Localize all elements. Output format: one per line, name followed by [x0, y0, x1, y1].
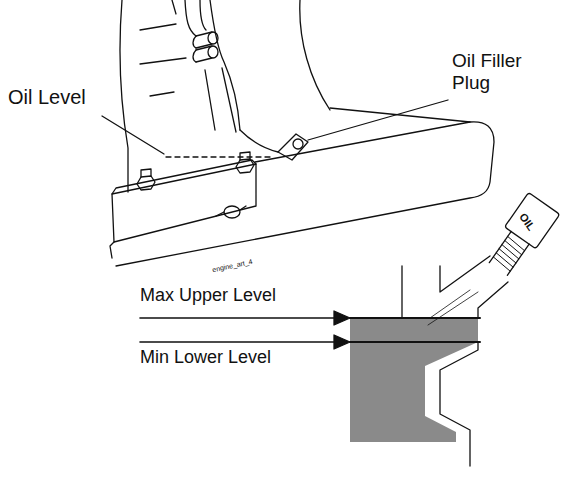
- max-level-line: [350, 317, 480, 319]
- drain-plug: [216, 206, 246, 218]
- engine-detail: [205, 68, 236, 132]
- level-label: Max Upper Level: [140, 285, 276, 306]
- filler-plug: [240, 130, 308, 160]
- oil-plug: [483, 193, 560, 280]
- thread-bore: [420, 290, 478, 325]
- oil-level-line: [166, 156, 270, 157]
- sump-wall: [478, 282, 508, 318]
- pipe-end: [208, 46, 218, 58]
- pipe: [185, 0, 206, 36]
- leader-line: [102, 116, 164, 154]
- pipe: [193, 36, 196, 62]
- sump-flange: [112, 164, 256, 242]
- sump-wall: [440, 256, 490, 292]
- art-id: engine_art_4: [212, 258, 254, 274]
- bolt: [137, 152, 254, 190]
- min-level-line: [350, 341, 480, 343]
- sump-outline: [116, 122, 494, 266]
- part-label: Oil Filler Plug: [452, 50, 560, 94]
- part-label: Oil Level: [8, 86, 108, 109]
- engine-detail: [140, 0, 186, 96]
- sump-wall: [401, 266, 402, 318]
- level-arrow: [140, 311, 350, 349]
- sump-wall: [440, 342, 478, 466]
- engine-outline: [300, 0, 330, 110]
- level-label: Min Lower Level: [140, 347, 271, 368]
- sump-flange: [112, 160, 256, 194]
- engine-outline: [210, 0, 240, 130]
- sump-flange: [110, 242, 114, 258]
- engine-outline: [330, 108, 470, 122]
- engine-outline: [120, 0, 128, 192]
- leader-line: [308, 100, 448, 140]
